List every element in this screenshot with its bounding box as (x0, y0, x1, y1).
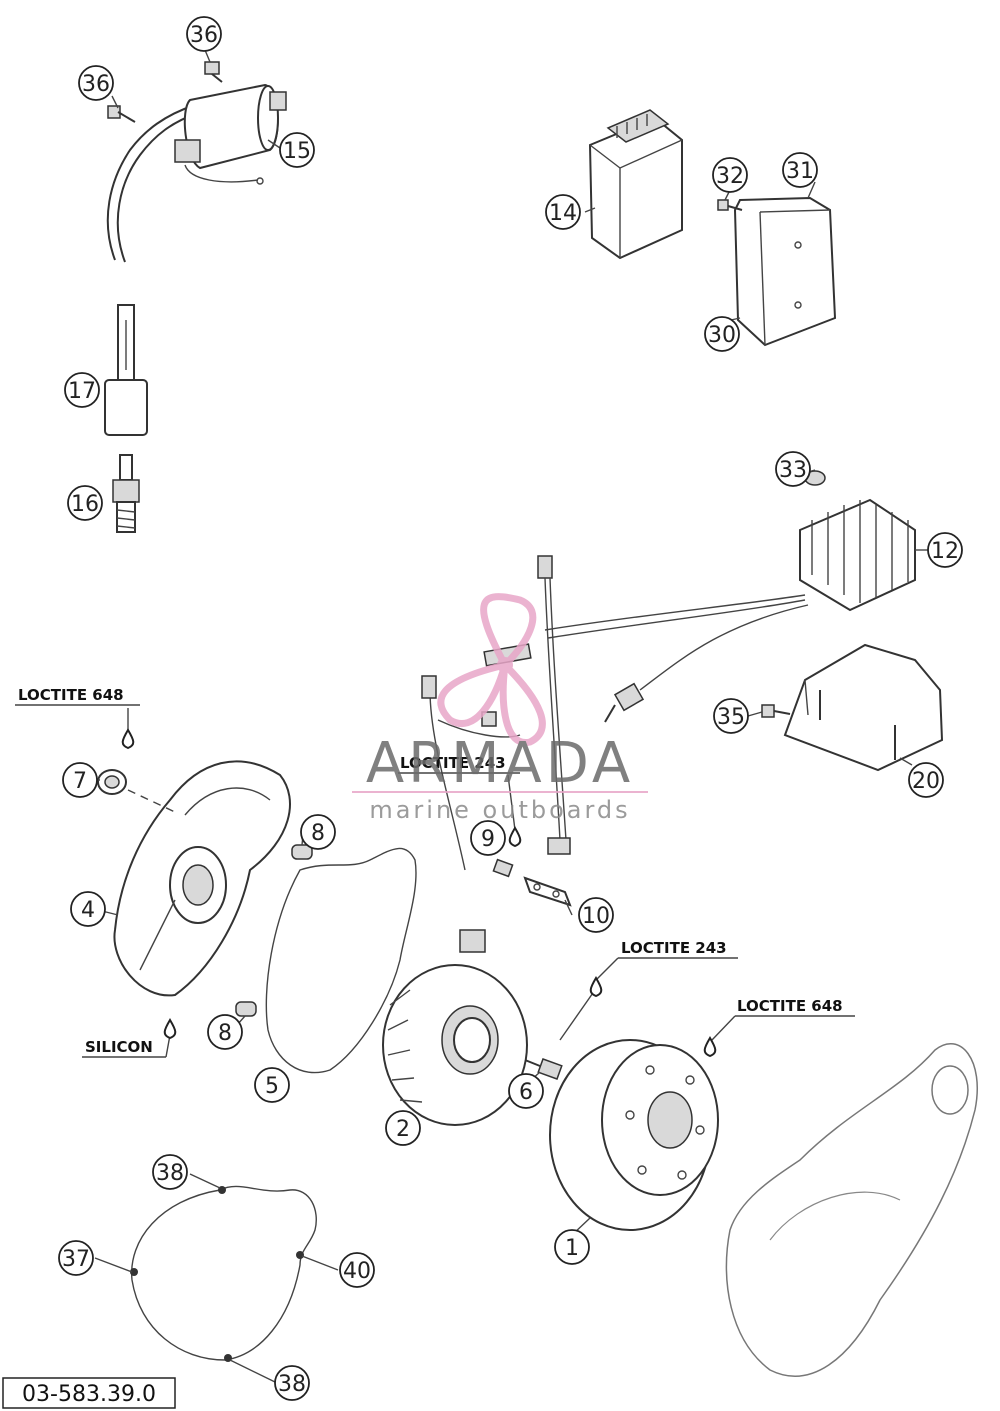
callout-17: 17 (64, 372, 100, 408)
note-loctite-648-right: LOCTITE 648 (737, 997, 843, 1015)
svg-text:9: 9 (481, 827, 495, 852)
regulator-bracket-part (761, 643, 944, 772)
cdi-unit-part (588, 109, 683, 260)
sealant-drop-icons (121, 728, 717, 1058)
drop-icon (589, 976, 603, 998)
callout-36b: 36 (78, 65, 114, 101)
svg-text:35: 35 (717, 705, 745, 730)
part-code: 03-583.39.0 (22, 1382, 156, 1407)
callout-10: 10 (578, 897, 614, 933)
svg-text:5: 5 (265, 1074, 279, 1099)
wiring-harness-part (421, 555, 571, 953)
flywheel-rotor-part (549, 1039, 719, 1231)
svg-text:17: 17 (68, 379, 96, 404)
svg-text:1: 1 (565, 1236, 579, 1261)
callout-30: 30 (704, 316, 740, 352)
callout-7: 7 (62, 762, 98, 798)
callout-36a: 36 (186, 16, 222, 52)
crankcase-part (725, 1043, 978, 1377)
callout-5: 5 (254, 1067, 290, 1103)
callout-9: 9 (470, 820, 506, 856)
callout-35: 35 (713, 698, 749, 734)
svg-text:12: 12 (931, 539, 959, 564)
callout-15: 15 (279, 132, 315, 168)
svg-text:20: 20 (912, 769, 940, 794)
callout-33: 33 (775, 451, 811, 487)
svg-text:6: 6 (519, 1080, 533, 1105)
generator-cover-part (97, 760, 313, 1017)
callout-40: 40 (339, 1252, 375, 1288)
svg-text:36: 36 (190, 23, 218, 48)
svg-text:4: 4 (81, 898, 95, 923)
callout-8a: 8 (300, 814, 336, 850)
svg-text:14: 14 (549, 201, 577, 226)
svg-text:8: 8 (311, 821, 325, 846)
svg-text:8: 8 (218, 1021, 232, 1046)
note-silicon: SILICON (85, 1038, 153, 1056)
pickup-sensor-part (492, 858, 572, 907)
inner-gasket-part (130, 1185, 317, 1362)
note-loctite-648-top: LOCTITE 648 (18, 686, 124, 704)
callout-8b: 8 (207, 1014, 243, 1050)
callout-4: 4 (70, 891, 106, 927)
brand-watermark: ARMADA marine outboards (352, 593, 648, 824)
drop-icon (508, 826, 522, 848)
note-loctite-243-right: LOCTITE 243 (621, 939, 727, 957)
svg-text:7: 7 (73, 769, 87, 794)
callout-38a: 38 (152, 1154, 188, 1190)
propeller-logo-icon (437, 593, 546, 746)
flywheel-bolt-part (524, 989, 596, 1080)
part-code-box: 03-583.39.0 (2, 1377, 176, 1409)
note-loctite-243-mid: LOCTITE 243 (400, 754, 506, 772)
svg-text:15: 15 (283, 139, 311, 164)
svg-text:38: 38 (156, 1161, 184, 1186)
spark-plug-part (112, 454, 140, 533)
callout-16: 16 (67, 485, 103, 521)
callout-38b: 38 (274, 1365, 310, 1401)
callout-20: 20 (908, 762, 944, 798)
drop-icon (703, 1036, 717, 1058)
spark-plug-cap-part (104, 304, 148, 436)
ignition-coil-part (106, 61, 287, 263)
svg-text:36: 36 (82, 72, 110, 97)
cover-gasket-part (265, 847, 417, 1074)
svg-text:2: 2 (396, 1117, 410, 1142)
callout-37: 37 (58, 1240, 94, 1276)
cdi-bracket-part (717, 196, 837, 347)
svg-text:33: 33 (779, 458, 807, 483)
svg-text:38: 38 (278, 1372, 306, 1397)
brand-name: ARMADA (366, 731, 634, 796)
drop-icon (163, 1018, 177, 1040)
svg-text:10: 10 (582, 904, 610, 929)
svg-text:31: 31 (786, 159, 814, 184)
svg-text:40: 40 (343, 1259, 371, 1284)
callout-12: 12 (927, 532, 963, 568)
callout-31: 31 (782, 152, 818, 188)
callout-2: 2 (385, 1110, 421, 1146)
svg-text:16: 16 (71, 492, 99, 517)
callout-32: 32 (712, 157, 748, 193)
svg-text:30: 30 (708, 323, 736, 348)
callout-1: 1 (554, 1229, 590, 1265)
drop-icon (121, 728, 135, 750)
svg-text:37: 37 (62, 1247, 90, 1272)
callout-6: 6 (508, 1073, 544, 1109)
brand-tagline: marine outboards (369, 796, 630, 824)
svg-text:32: 32 (716, 164, 744, 189)
stator-part (382, 964, 528, 1126)
callout-14: 14 (545, 194, 581, 230)
